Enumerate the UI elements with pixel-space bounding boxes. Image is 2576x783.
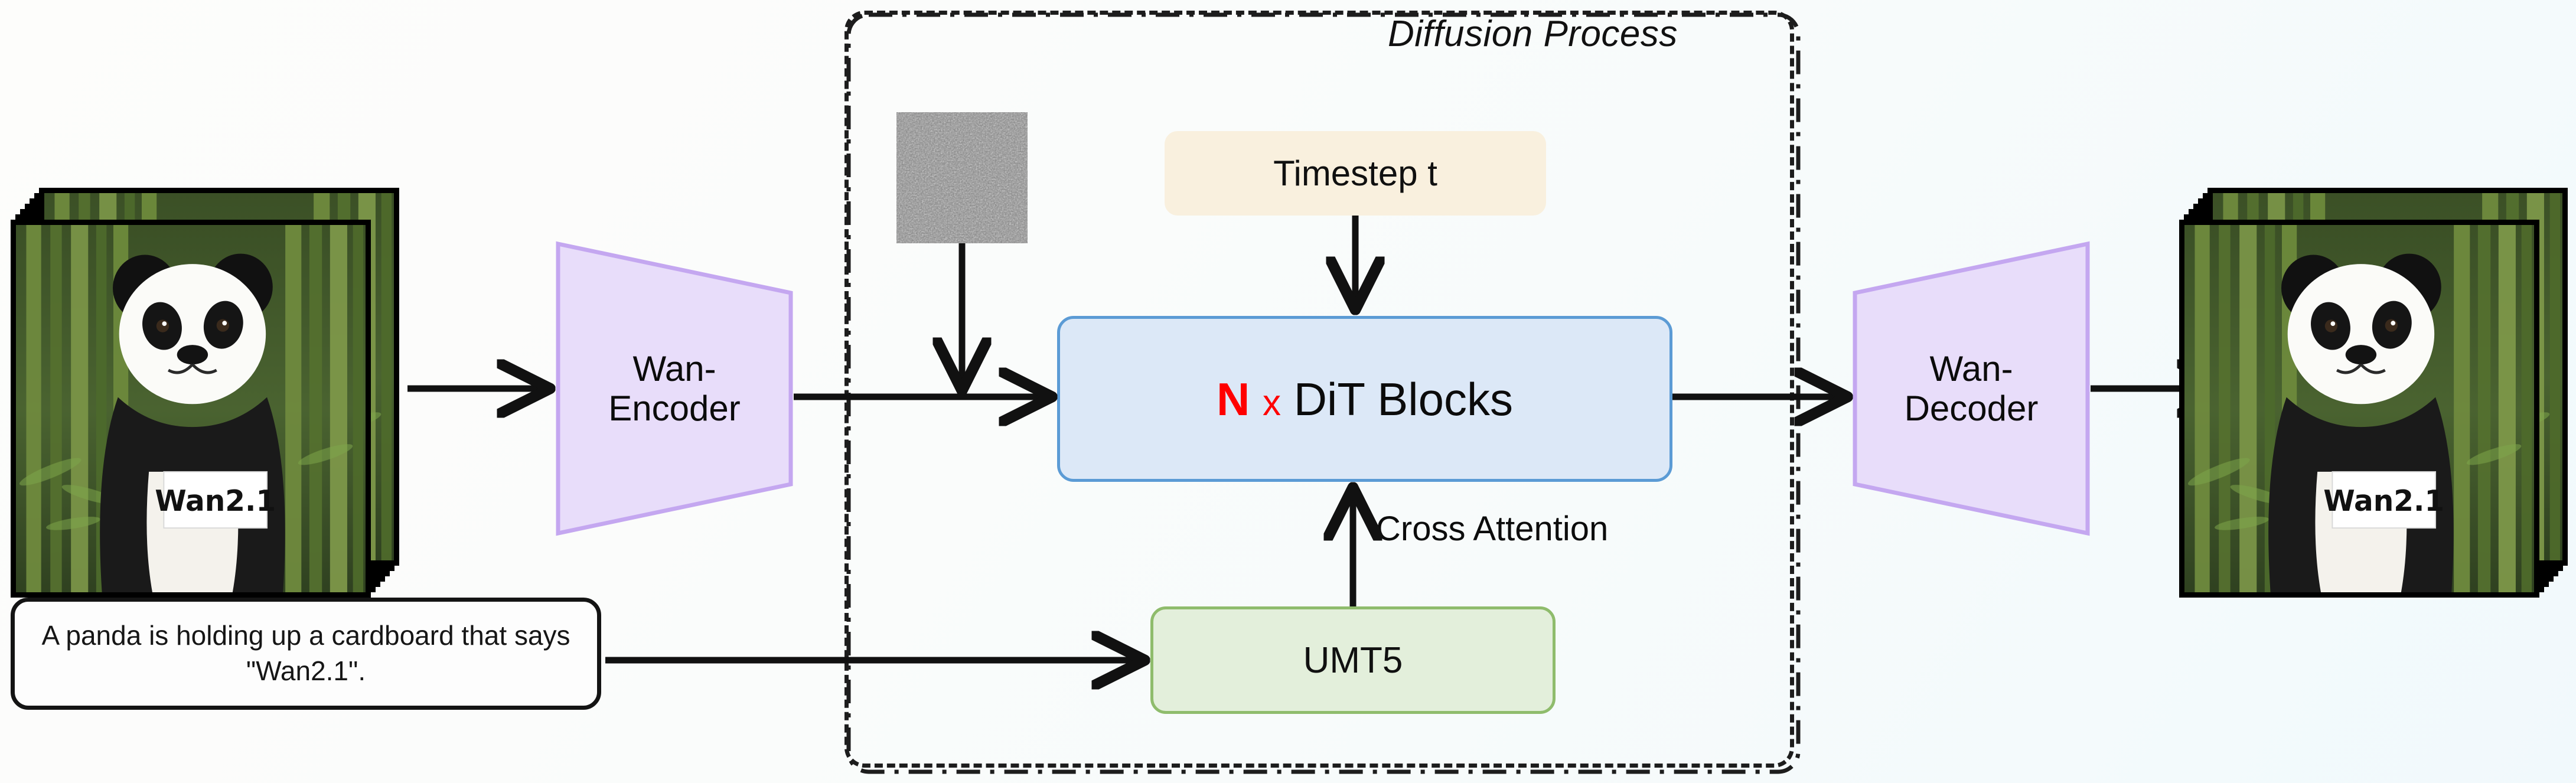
output-video-frame-stack: Wan2.1	[2179, 188, 2569, 601]
dit-multiply-sign: x	[1263, 382, 1282, 423]
umt5-label: UMT5	[1303, 640, 1403, 681]
cross-attention-label: Cross Attention	[1376, 510, 1609, 548]
dit-blocks-node[interactable]: N x DiT Blocks	[1057, 316, 1672, 482]
timestep-node[interactable]: Timestep t	[1165, 131, 1546, 216]
dit-blocks-label: N x DiT Blocks	[1217, 376, 1513, 422]
text-prompt-value: A panda is holding up a cardboard that s…	[41, 620, 570, 686]
video-frame: Wan2.1	[11, 220, 371, 598]
umt5-node[interactable]: UMT5	[1150, 606, 1556, 714]
svg-text:Wan2.1: Wan2.1	[155, 485, 276, 518]
text-prompt-box[interactable]: A panda is holding up a cardboard that s…	[11, 598, 601, 710]
dit-block-count: N	[1217, 373, 1250, 425]
wan-encoder-node[interactable]: Wan- Encoder	[555, 241, 794, 536]
video-frame: Wan2.1	[2179, 220, 2539, 598]
gaussian-noise-latent-icon	[896, 112, 1028, 243]
wan-decoder-node[interactable]: Wan- Decoder	[1852, 241, 2091, 536]
diffusion-process-label: Diffusion Process	[1388, 14, 1678, 54]
dit-blocks-text: DiT Blocks	[1293, 373, 1513, 425]
input-video-frame-stack: Wan2.1	[11, 188, 400, 601]
timestep-label: Timestep t	[1273, 154, 1437, 193]
svg-text:Wan2.1: Wan2.1	[2323, 485, 2444, 518]
